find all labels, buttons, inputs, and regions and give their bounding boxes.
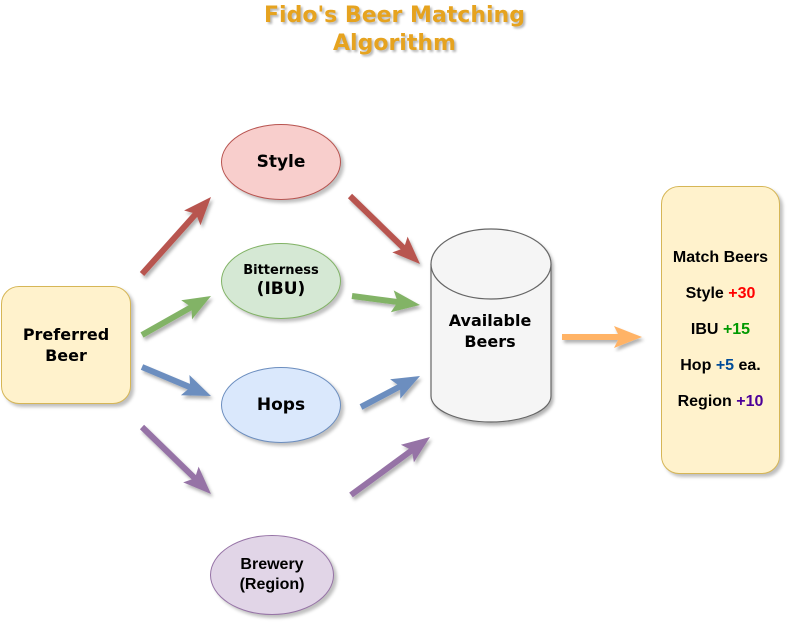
- preferred-line-2: Beer: [45, 346, 87, 365]
- arrow-bitterness-to-available: [351, 290, 420, 313]
- preferred-line-1: Preferred: [22, 325, 110, 344]
- match-row-style: Style +30: [686, 285, 756, 303]
- match-row-score: +5: [715, 357, 735, 374]
- arrow-brewery-to-available: [349, 437, 430, 498]
- diagram-title: Fido's Beer Matching Algorithm: [0, 2, 789, 58]
- brewery-node: Brewery (Region): [210, 535, 334, 615]
- hops-label: Hops: [256, 395, 306, 415]
- match-row-label: IBU: [690, 321, 719, 338]
- hops-node: Hops: [221, 367, 341, 443]
- arrow-style-to-available: [347, 193, 420, 264]
- arrow-preferred-to-hops: [140, 364, 211, 396]
- bitterness-node: Bitterness (IBU): [221, 243, 341, 319]
- style-node: Style: [221, 124, 341, 200]
- match-row-ibu: IBU +15: [691, 321, 750, 339]
- bitterness-line-2: (IBU): [256, 278, 306, 299]
- brewery-line-2: (Region): [239, 576, 305, 593]
- match-heading: Match Beers: [672, 249, 769, 266]
- available-beers-cylinder: [430, 228, 552, 423]
- match-row-region: Region +10: [678, 393, 764, 411]
- match-beers-node: Match Beers Style +30 IBU +15 Hop +5 ea.…: [661, 186, 780, 474]
- bitterness-line-1: Bitterness: [243, 262, 319, 278]
- arrow-preferred-to-style: [139, 197, 211, 276]
- arrow-preferred-to-bitterness: [140, 296, 211, 338]
- match-row-label: Hop: [680, 357, 712, 374]
- match-row-hop: Hop +5 ea.: [680, 357, 761, 375]
- available-line-1: Available: [448, 311, 532, 330]
- match-row-label: Style: [685, 285, 724, 302]
- brewery-line-1: Brewery: [240, 556, 304, 573]
- match-row-label: Region: [677, 393, 732, 410]
- preferred-beer-node: Preferred Beer: [1, 286, 131, 404]
- arrow-available-to-match: [562, 326, 642, 348]
- available-beers-label: Available Beers: [430, 310, 550, 352]
- match-row-score: +10: [736, 393, 764, 410]
- match-row-suffix: ea.: [734, 357, 761, 374]
- match-row-score: +15: [722, 321, 751, 338]
- title-line-1: Fido's Beer Matching: [264, 3, 525, 28]
- arrow-preferred-to-brewery: [139, 424, 211, 494]
- style-label: Style: [256, 152, 306, 172]
- title-line-2: Algorithm: [333, 31, 456, 56]
- available-line-2: Beers: [464, 332, 516, 351]
- arrow-hops-to-available: [359, 376, 420, 410]
- match-row-score: +30: [728, 285, 756, 302]
